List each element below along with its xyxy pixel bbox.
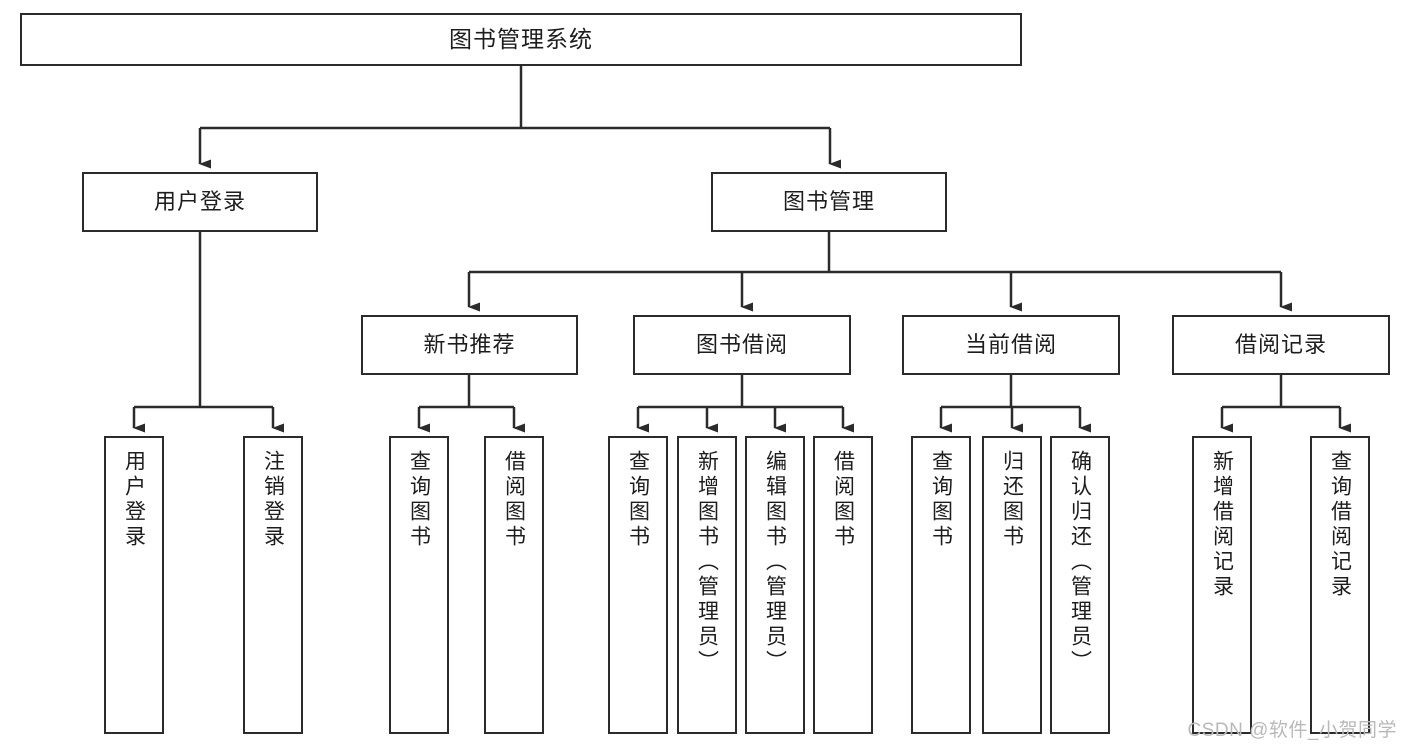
node-user-login-label: 用户登录 <box>153 188 246 214</box>
node-book-borrow[interactable]: 图书借阅 <box>633 315 851 375</box>
node-borrow-record-label: 借阅记录 <box>1234 331 1327 357</box>
node-book-management-label: 图书管理 <box>782 188 875 214</box>
node-new-book-recommend[interactable]: 新书推荐 <box>361 315 578 375</box>
node-book-borrow-label: 图书借阅 <box>695 331 788 357</box>
leaf-edit-book-admin[interactable]: 编辑图书（管理员） <box>745 436 805 734</box>
node-user-login[interactable]: 用户登录 <box>82 172 318 232</box>
node-borrow-record[interactable]: 借阅记录 <box>1172 315 1390 375</box>
leaf-add-borrow-record[interactable]: 新增借阅记录 <box>1192 436 1252 734</box>
leaf-return-book-label: 归还图书 <box>1000 450 1024 550</box>
leaf-query-borrow-record[interactable]: 查询借阅记录 <box>1310 436 1370 734</box>
leaf-query-book-borrow[interactable]: 查询图书 <box>608 436 668 734</box>
leaf-add-borrow-record-label: 新增借阅记录 <box>1210 450 1234 600</box>
node-current-borrow[interactable]: 当前借阅 <box>902 315 1120 375</box>
leaf-logout[interactable]: 注销登录 <box>243 436 303 734</box>
leaf-borrow-book-newbook[interactable]: 借阅图书 <box>484 436 544 734</box>
leaf-borrow-book[interactable]: 借阅图书 <box>813 436 873 734</box>
leaf-query-borrow-record-label: 查询借阅记录 <box>1328 450 1352 600</box>
csdn-watermark: CSDN @软件_小贺同学 <box>1187 720 1397 741</box>
node-root[interactable]: 图书管理系统 <box>20 13 1022 66</box>
leaf-query-book-newbook-label: 查询图书 <box>407 450 431 550</box>
leaf-query-book-current[interactable]: 查询图书 <box>911 436 971 734</box>
leaf-add-book-admin-label: 新增图书（管理员） <box>695 450 719 675</box>
node-root-label: 图书管理系统 <box>449 25 593 52</box>
leaf-logout-label: 注销登录 <box>261 450 285 550</box>
leaf-user-login-label: 用户登录 <box>122 450 146 550</box>
leaf-query-book-newbook[interactable]: 查询图书 <box>389 436 449 734</box>
node-book-management[interactable]: 图书管理 <box>711 172 947 232</box>
leaf-confirm-return-admin[interactable]: 确认归还（管理员） <box>1050 436 1110 734</box>
node-new-book-recommend-label: 新书推荐 <box>423 331 516 357</box>
leaf-return-book[interactable]: 归还图书 <box>982 436 1042 734</box>
leaf-user-login[interactable]: 用户登录 <box>104 436 164 734</box>
leaf-query-book-current-label: 查询图书 <box>929 450 953 550</box>
leaf-borrow-book-label: 借阅图书 <box>831 450 855 550</box>
leaf-confirm-return-admin-label: 确认归还（管理员） <box>1068 450 1092 675</box>
leaf-borrow-book-newbook-label: 借阅图书 <box>502 450 526 550</box>
leaf-edit-book-admin-label: 编辑图书（管理员） <box>763 450 787 675</box>
node-current-borrow-label: 当前借阅 <box>964 331 1057 357</box>
leaf-query-book-borrow-label: 查询图书 <box>626 450 650 550</box>
leaf-add-book-admin[interactable]: 新增图书（管理员） <box>677 436 737 734</box>
